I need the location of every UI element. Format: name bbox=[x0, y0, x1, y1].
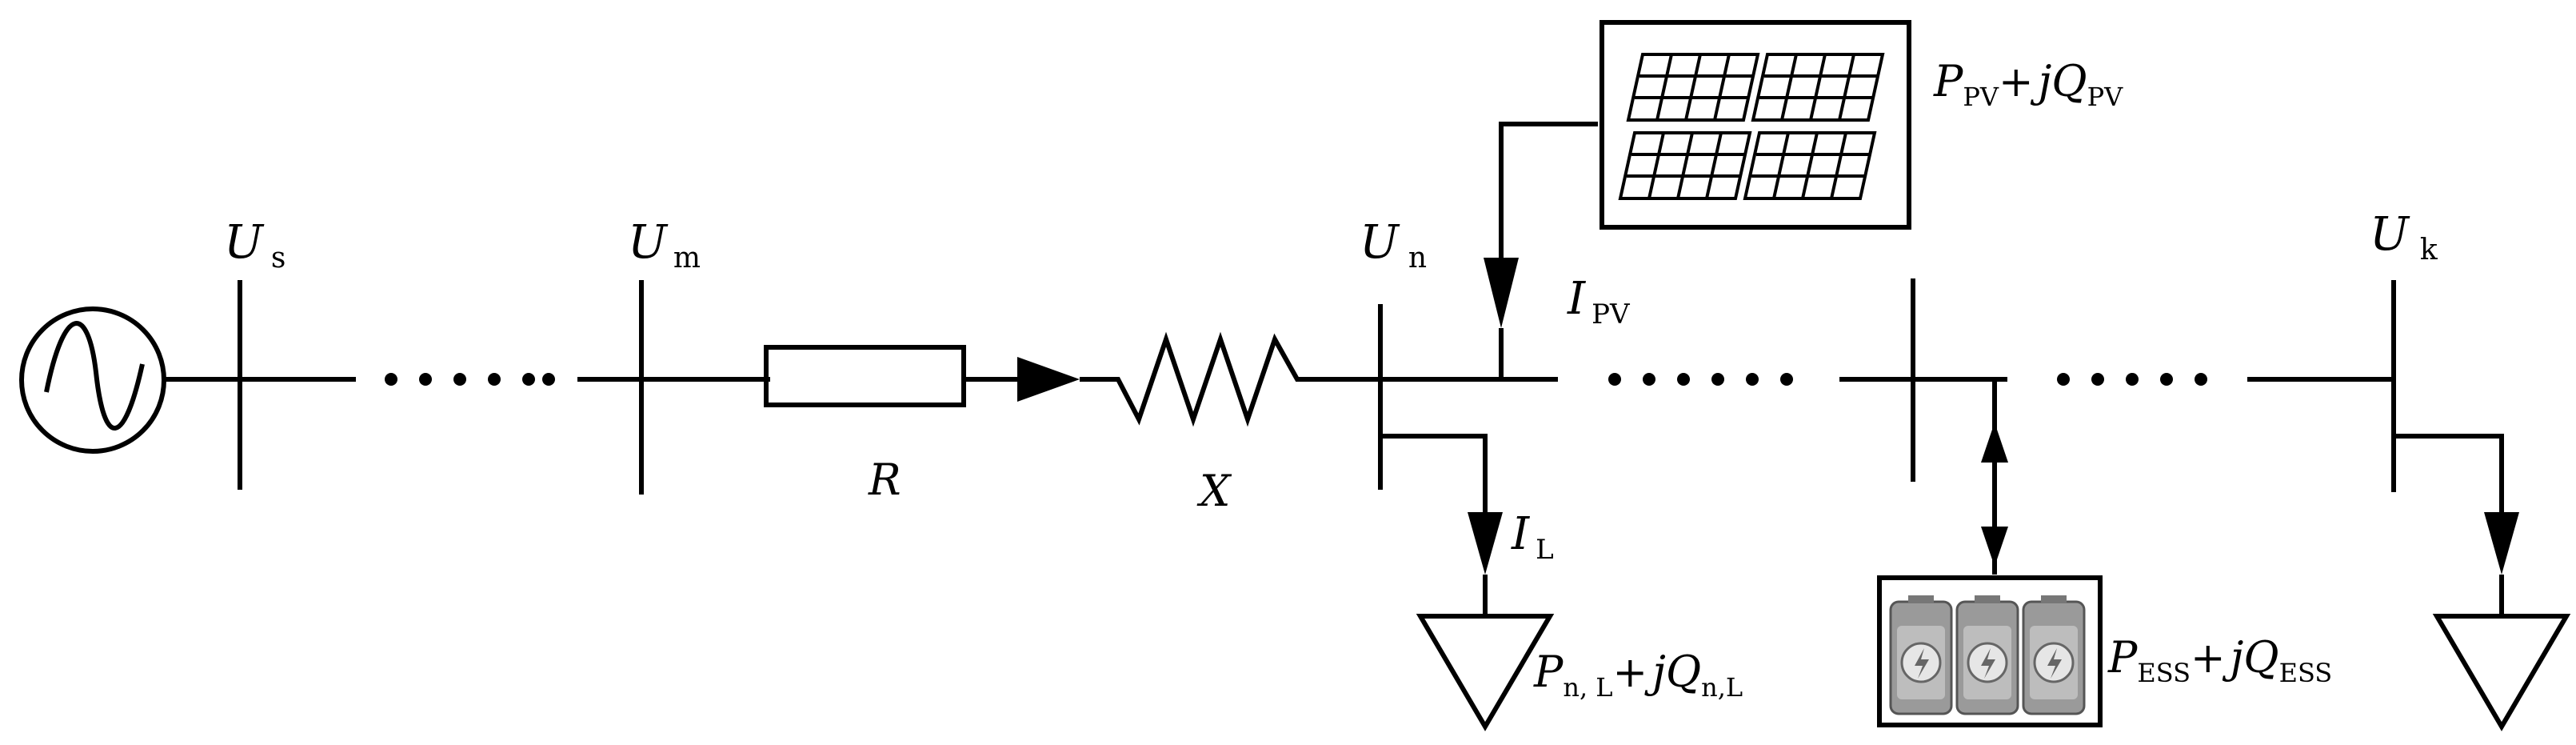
load-branch-k bbox=[2394, 434, 2519, 616]
reactance-label: X bbox=[1196, 466, 1232, 516]
ellipsis-dots-3 bbox=[2057, 373, 2207, 386]
pv-power-label: PPV+jQPV bbox=[1933, 56, 2123, 112]
resistor-icon bbox=[764, 345, 966, 407]
load-triangle-icon bbox=[1416, 614, 1555, 731]
load-triangle-icon-k bbox=[2432, 614, 2571, 731]
line-current-arrow bbox=[1017, 357, 1080, 402]
load-power-label: Pn, L+jQn,L bbox=[1533, 647, 1743, 703]
solar-panel-icon bbox=[1600, 20, 1911, 230]
ellipsis-dots-2 bbox=[1608, 373, 1793, 386]
resistance-label: R bbox=[868, 455, 901, 505]
pv-branch bbox=[1484, 122, 1598, 379]
reactance-icon bbox=[1080, 331, 1312, 427]
ess-branch bbox=[1913, 377, 2008, 575]
ellipsis-dots-1 bbox=[385, 373, 555, 386]
ac-source-icon bbox=[19, 306, 166, 454]
load-branch-n bbox=[1380, 434, 1503, 616]
ess-power-label: PESS+jQESS bbox=[2107, 632, 2332, 688]
battery-icon bbox=[1877, 575, 2103, 727]
